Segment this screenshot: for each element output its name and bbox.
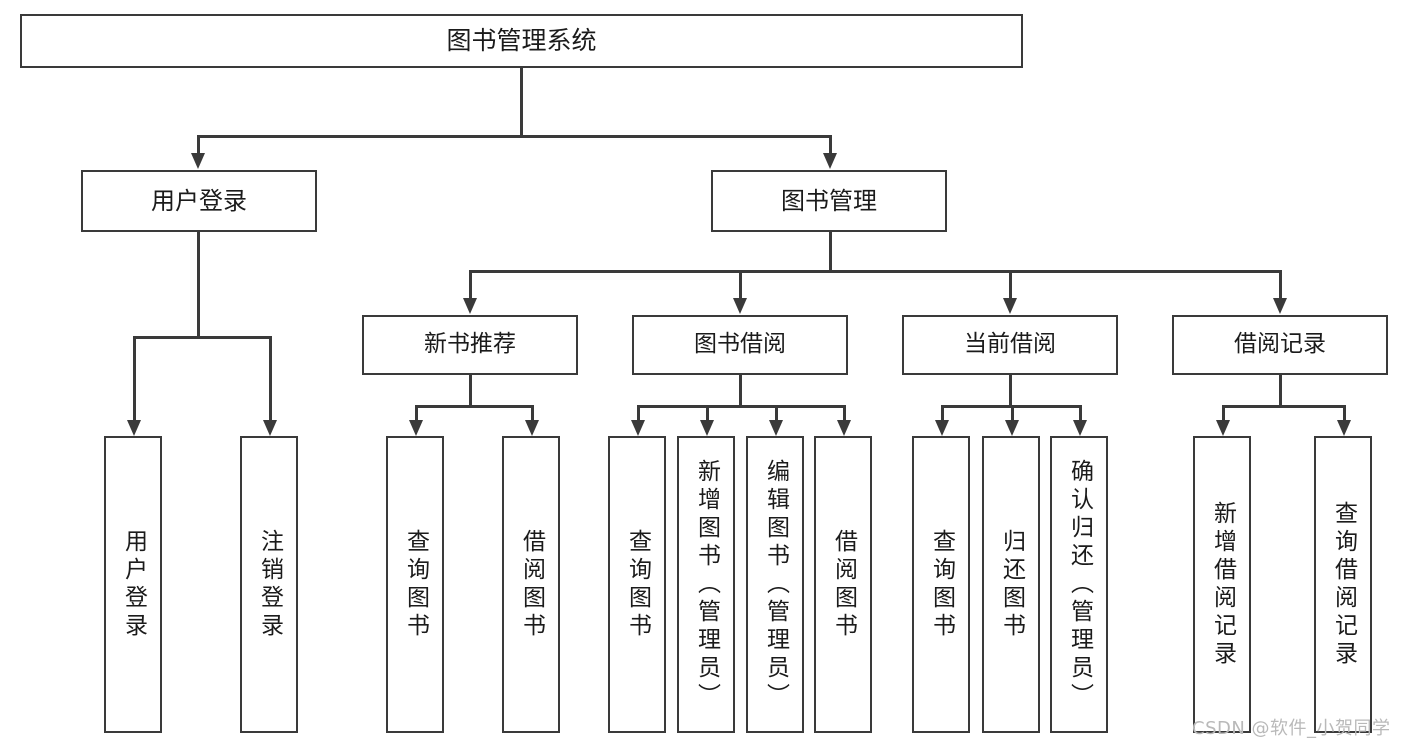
connector-bb-leaf3 [775, 405, 778, 420]
leaf-borrow-record-add-record[interactable]: 新增借阅记录 [1193, 436, 1251, 733]
node-label: 图书管理 [781, 186, 877, 215]
connector-br-stem [1279, 375, 1282, 405]
node-label: 查询借阅记录 [1330, 500, 1357, 669]
connector-bm-to-current-borrow [1009, 270, 1012, 298]
connector-user-login-leaf2 [269, 336, 272, 420]
connector-nbr-stem [469, 375, 472, 405]
connector-user-login-stem [197, 232, 200, 336]
arrow-br-leaf2 [1337, 420, 1351, 436]
node-label: 确认归还（管理员） [1066, 458, 1093, 711]
arrow-bb-leaf1 [631, 420, 645, 436]
node-label: 新增图书（管理员） [693, 458, 720, 711]
node-book-borrow[interactable]: 图书借阅 [632, 315, 848, 375]
connector-user-login-leaf1 [133, 336, 136, 420]
node-user-login[interactable]: 用户登录 [81, 170, 317, 232]
arrow-bm-to-borrow-record [1273, 298, 1287, 314]
arrow-nbr-leaf1 [409, 420, 423, 436]
leaf-current-borrow-confirm-return[interactable]: 确认归还（管理员） [1050, 436, 1108, 733]
connector-br-leaf1 [1222, 405, 1225, 420]
connector-bm-to-borrow-record [1279, 270, 1282, 298]
leaf-borrow-record-query-record[interactable]: 查询借阅记录 [1314, 436, 1372, 733]
connector-bb-stem [739, 375, 742, 405]
connector-br-bus [1222, 405, 1345, 408]
leaf-user-login-logout[interactable]: 注销登录 [240, 436, 298, 733]
connector-cb-leaf1 [941, 405, 944, 420]
leaf-book-borrow-borrow-book[interactable]: 借阅图书 [814, 436, 872, 733]
arrow-user-login-leaf2 [263, 420, 277, 436]
connector-root-stem [520, 68, 523, 135]
arrow-bm-to-book-borrow [733, 298, 747, 314]
connector-book-management-bus [469, 270, 1280, 273]
arrow-br-leaf1 [1216, 420, 1230, 436]
node-root-book-management-system[interactable]: 图书管理系统 [20, 14, 1023, 68]
connector-br-leaf2 [1343, 405, 1346, 420]
arrow-cb-leaf3 [1073, 420, 1087, 436]
connector-nbr-leaf2 [531, 405, 534, 420]
connector-cb-stem [1009, 375, 1012, 405]
connector-bb-leaf4 [843, 405, 846, 420]
connector-bm-to-new-book [469, 270, 472, 298]
node-label: 新增借阅记录 [1209, 500, 1236, 669]
node-book-management[interactable]: 图书管理 [711, 170, 947, 232]
connector-bm-to-book-borrow [739, 270, 742, 298]
arrow-cb-leaf2 [1005, 420, 1019, 436]
connector-book-management-stem [829, 232, 832, 270]
arrow-cb-leaf1 [935, 420, 949, 436]
node-label: 用户登录 [151, 186, 247, 215]
node-label: 借阅图书 [518, 528, 545, 641]
arrow-bm-to-new-book [463, 298, 477, 314]
node-label: 新书推荐 [424, 331, 516, 358]
node-label: 借阅图书 [830, 528, 857, 641]
node-label: 查询图书 [624, 528, 651, 641]
connector-bb-leaf1 [637, 405, 640, 420]
node-current-borrow[interactable]: 当前借阅 [902, 315, 1118, 375]
node-label: 归还图书 [998, 528, 1025, 641]
node-label: 用户登录 [120, 528, 147, 641]
connector-bb-bus [637, 405, 845, 408]
arrow-nbr-leaf2 [525, 420, 539, 436]
leaf-current-borrow-query-book[interactable]: 查询图书 [912, 436, 970, 733]
arrow-bb-leaf4 [837, 420, 851, 436]
arrow-root-to-book-management [823, 153, 837, 169]
connector-root-to-book-management [829, 135, 832, 153]
connector-root-bus [197, 135, 831, 138]
leaf-new-book-borrow-book[interactable]: 借阅图书 [502, 436, 560, 733]
leaf-current-borrow-return-book[interactable]: 归还图书 [982, 436, 1040, 733]
leaf-book-borrow-add-book[interactable]: 新增图书（管理员） [677, 436, 735, 733]
arrow-root-to-user-login [191, 153, 205, 169]
node-borrow-record[interactable]: 借阅记录 [1172, 315, 1388, 375]
leaf-user-login-login[interactable]: 用户登录 [104, 436, 162, 733]
node-label: 当前借阅 [964, 331, 1056, 358]
arrow-bb-leaf2 [700, 420, 714, 436]
arrow-bb-leaf3 [769, 420, 783, 436]
node-label: 图书借阅 [694, 331, 786, 358]
arrow-user-login-leaf1 [127, 420, 141, 436]
node-label: 查询图书 [402, 528, 429, 641]
node-label: 注销登录 [256, 528, 283, 641]
node-label: 图书管理系统 [446, 26, 597, 56]
connector-bb-leaf2 [706, 405, 709, 420]
connector-nbr-bus [415, 405, 534, 408]
connector-user-login-bus [133, 336, 271, 339]
leaf-book-borrow-edit-book[interactable]: 编辑图书（管理员） [746, 436, 804, 733]
leaf-new-book-query-book[interactable]: 查询图书 [386, 436, 444, 733]
node-label: 查询图书 [928, 528, 955, 641]
connector-cb-leaf3 [1079, 405, 1082, 420]
node-label: 编辑图书（管理员） [762, 458, 789, 711]
connector-nbr-leaf1 [415, 405, 418, 420]
leaf-book-borrow-query-book[interactable]: 查询图书 [608, 436, 666, 733]
node-label: 借阅记录 [1234, 331, 1326, 358]
connector-cb-leaf2 [1011, 405, 1014, 420]
arrow-bm-to-current-borrow [1003, 298, 1017, 314]
connector-root-to-user-login [197, 135, 200, 153]
node-new-book-recommend[interactable]: 新书推荐 [362, 315, 578, 375]
